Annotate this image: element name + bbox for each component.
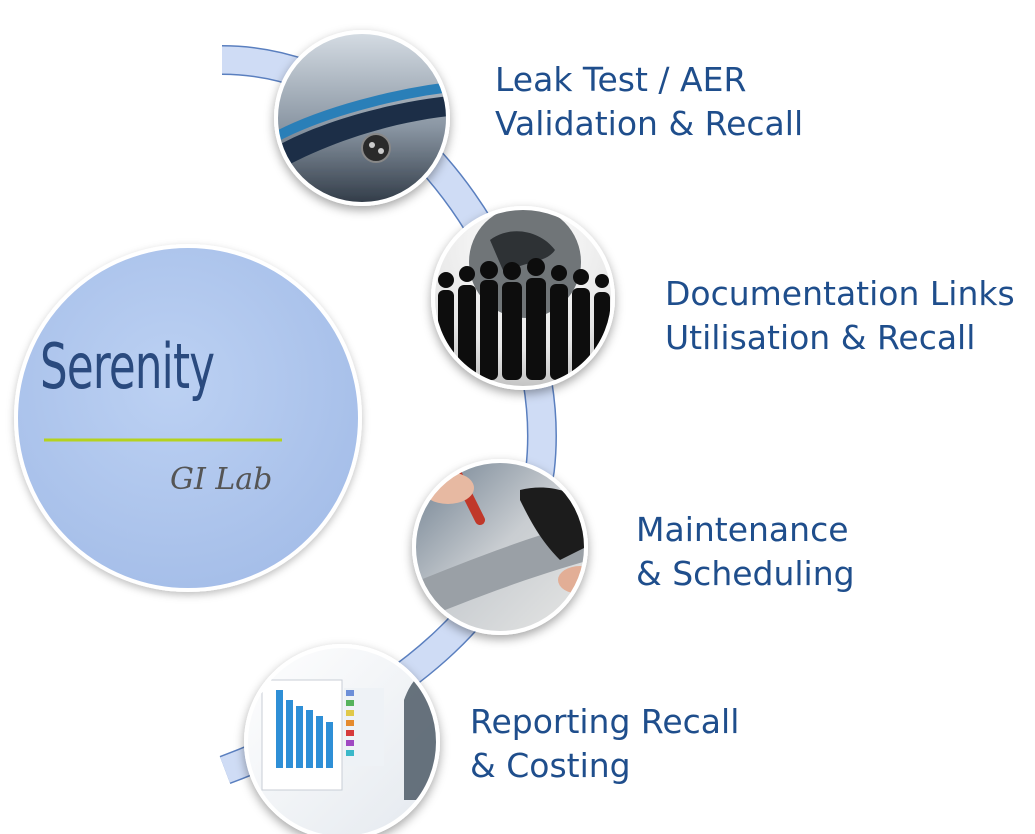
step-1-image <box>274 30 450 206</box>
step-1-label: Leak Test / AER Validation & Recall <box>495 58 803 146</box>
step-3-line1: Maintenance <box>636 510 849 549</box>
hub-title: Serenity <box>40 330 215 403</box>
step-3-label: Maintenance & Scheduling <box>636 508 855 596</box>
step-4-label: Reporting Recall & Costing <box>470 700 739 788</box>
step-4-line1: Reporting Recall <box>470 702 740 741</box>
step-3-image <box>412 459 588 635</box>
step-2-label: Documentation Links Utilisation & Recall <box>665 272 1015 360</box>
step-4-line2: & Costing <box>470 746 631 785</box>
step-2-line1: Documentation Links <box>665 274 1015 313</box>
step-4-image <box>244 644 440 834</box>
step-3-line2: & Scheduling <box>636 554 855 593</box>
step-1-line2: Validation & Recall <box>495 104 804 143</box>
hub-subtitle: GI Lab <box>170 462 273 497</box>
step-2-image <box>431 206 615 390</box>
step-1-line1: Leak Test / AER <box>495 60 747 99</box>
step-2-line2: Utilisation & Recall <box>665 318 976 357</box>
